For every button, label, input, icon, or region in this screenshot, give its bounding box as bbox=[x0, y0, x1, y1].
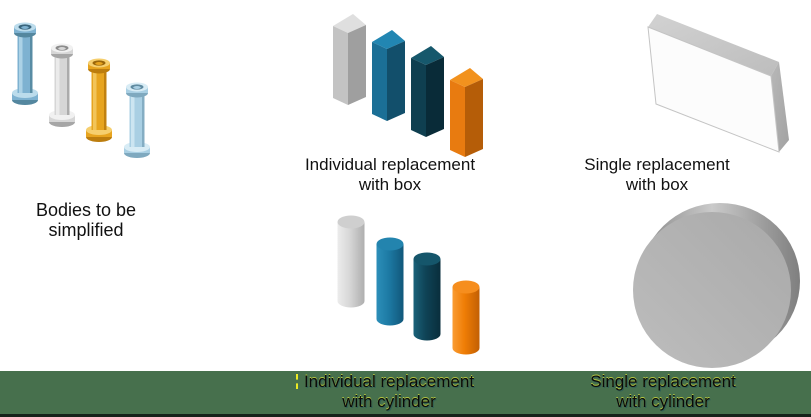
disc-face bbox=[633, 212, 791, 368]
bolt-1 bbox=[12, 22, 38, 105]
cylinder-4 bbox=[452, 280, 480, 355]
box-2 bbox=[372, 30, 405, 121]
label-line-2: with cylinder bbox=[616, 392, 710, 411]
box-right-face bbox=[348, 25, 366, 105]
cylinder-body bbox=[376, 244, 404, 319]
label-single-replacement-cylinder: Single replacement with cylinder bbox=[568, 372, 758, 412]
bolt-shaft-highlight bbox=[131, 90, 135, 147]
bolt-shaft-highlight bbox=[19, 30, 23, 93]
box-left-face bbox=[411, 58, 426, 137]
cylinder-body bbox=[452, 287, 480, 348]
cylinder-3 bbox=[413, 252, 441, 341]
bolt-hole-inner bbox=[21, 26, 29, 29]
label-line-2: with box bbox=[358, 175, 422, 194]
label-line-2: with box bbox=[625, 175, 689, 194]
text-cursor-artifact bbox=[296, 374, 298, 389]
box-3 bbox=[411, 46, 444, 137]
bolt-hole-inner bbox=[95, 62, 103, 65]
cylinder-1 bbox=[337, 215, 365, 308]
bigbox-top-face bbox=[648, 14, 779, 76]
box-1 bbox=[333, 14, 366, 105]
label-line-1: Single replacement bbox=[590, 372, 736, 391]
figure-bodies-group bbox=[12, 22, 150, 158]
bolt-4 bbox=[124, 82, 150, 158]
bigbox-right-face bbox=[771, 62, 789, 152]
cylinder-top bbox=[452, 280, 480, 294]
label-bodies-to-be-simplified: Bodies to be simplified bbox=[8, 200, 164, 240]
box-left-face bbox=[450, 80, 465, 157]
cylinder-2 bbox=[376, 237, 404, 326]
label-line-2: simplified bbox=[48, 220, 124, 240]
bolt-shaft-shade bbox=[142, 90, 145, 147]
label-line-1: Individual replacement bbox=[304, 155, 476, 174]
box-top-face bbox=[411, 46, 444, 65]
bolt-shaft-highlight bbox=[56, 51, 60, 115]
bolt-hole-inner bbox=[133, 86, 141, 89]
box-top-face bbox=[333, 14, 366, 33]
box-right-face bbox=[426, 57, 444, 137]
cylinder-body bbox=[337, 222, 365, 301]
label-line-1: Individual replacement bbox=[303, 372, 475, 391]
bolt-2 bbox=[49, 43, 75, 127]
bolt-hole-inner bbox=[58, 47, 66, 50]
label-individual-replacement-cylinder: Individual replacement with cylinder bbox=[294, 372, 484, 412]
label-individual-replacement-box: Individual replacement with box bbox=[295, 155, 485, 195]
figure-individual-box-group bbox=[333, 14, 483, 157]
box-top-face bbox=[450, 68, 483, 87]
label-line-2: with cylinder bbox=[342, 392, 436, 411]
bolt-shaft-highlight bbox=[93, 66, 97, 130]
box-left-face bbox=[333, 26, 348, 105]
box-4 bbox=[450, 68, 483, 157]
box-top-face bbox=[372, 30, 405, 49]
bolt-shaft-shade bbox=[67, 51, 70, 115]
cylinder-body bbox=[413, 259, 441, 334]
footer-band bbox=[0, 371, 811, 417]
label-line-1: Single replacement bbox=[584, 155, 730, 174]
cylinder-top bbox=[413, 252, 441, 266]
box-right-face bbox=[387, 41, 405, 121]
bolt-shaft-shade bbox=[104, 66, 107, 130]
figure-single-cylinder-group bbox=[633, 203, 800, 368]
cylinder-top bbox=[337, 215, 365, 229]
label-line-1: Bodies to be bbox=[35, 200, 137, 220]
figure-single-box-group bbox=[647, 14, 789, 153]
label-single-replacement-box: Single replacement with box bbox=[562, 155, 752, 195]
box-left-face bbox=[372, 42, 387, 121]
figure-individual-cylinder-group bbox=[337, 215, 480, 355]
box-right-face bbox=[465, 79, 483, 157]
bolt-shaft-shade bbox=[30, 30, 33, 93]
bolt-3 bbox=[86, 58, 112, 142]
cylinder-top bbox=[376, 237, 404, 251]
bigbox-front-face bbox=[647, 26, 780, 153]
